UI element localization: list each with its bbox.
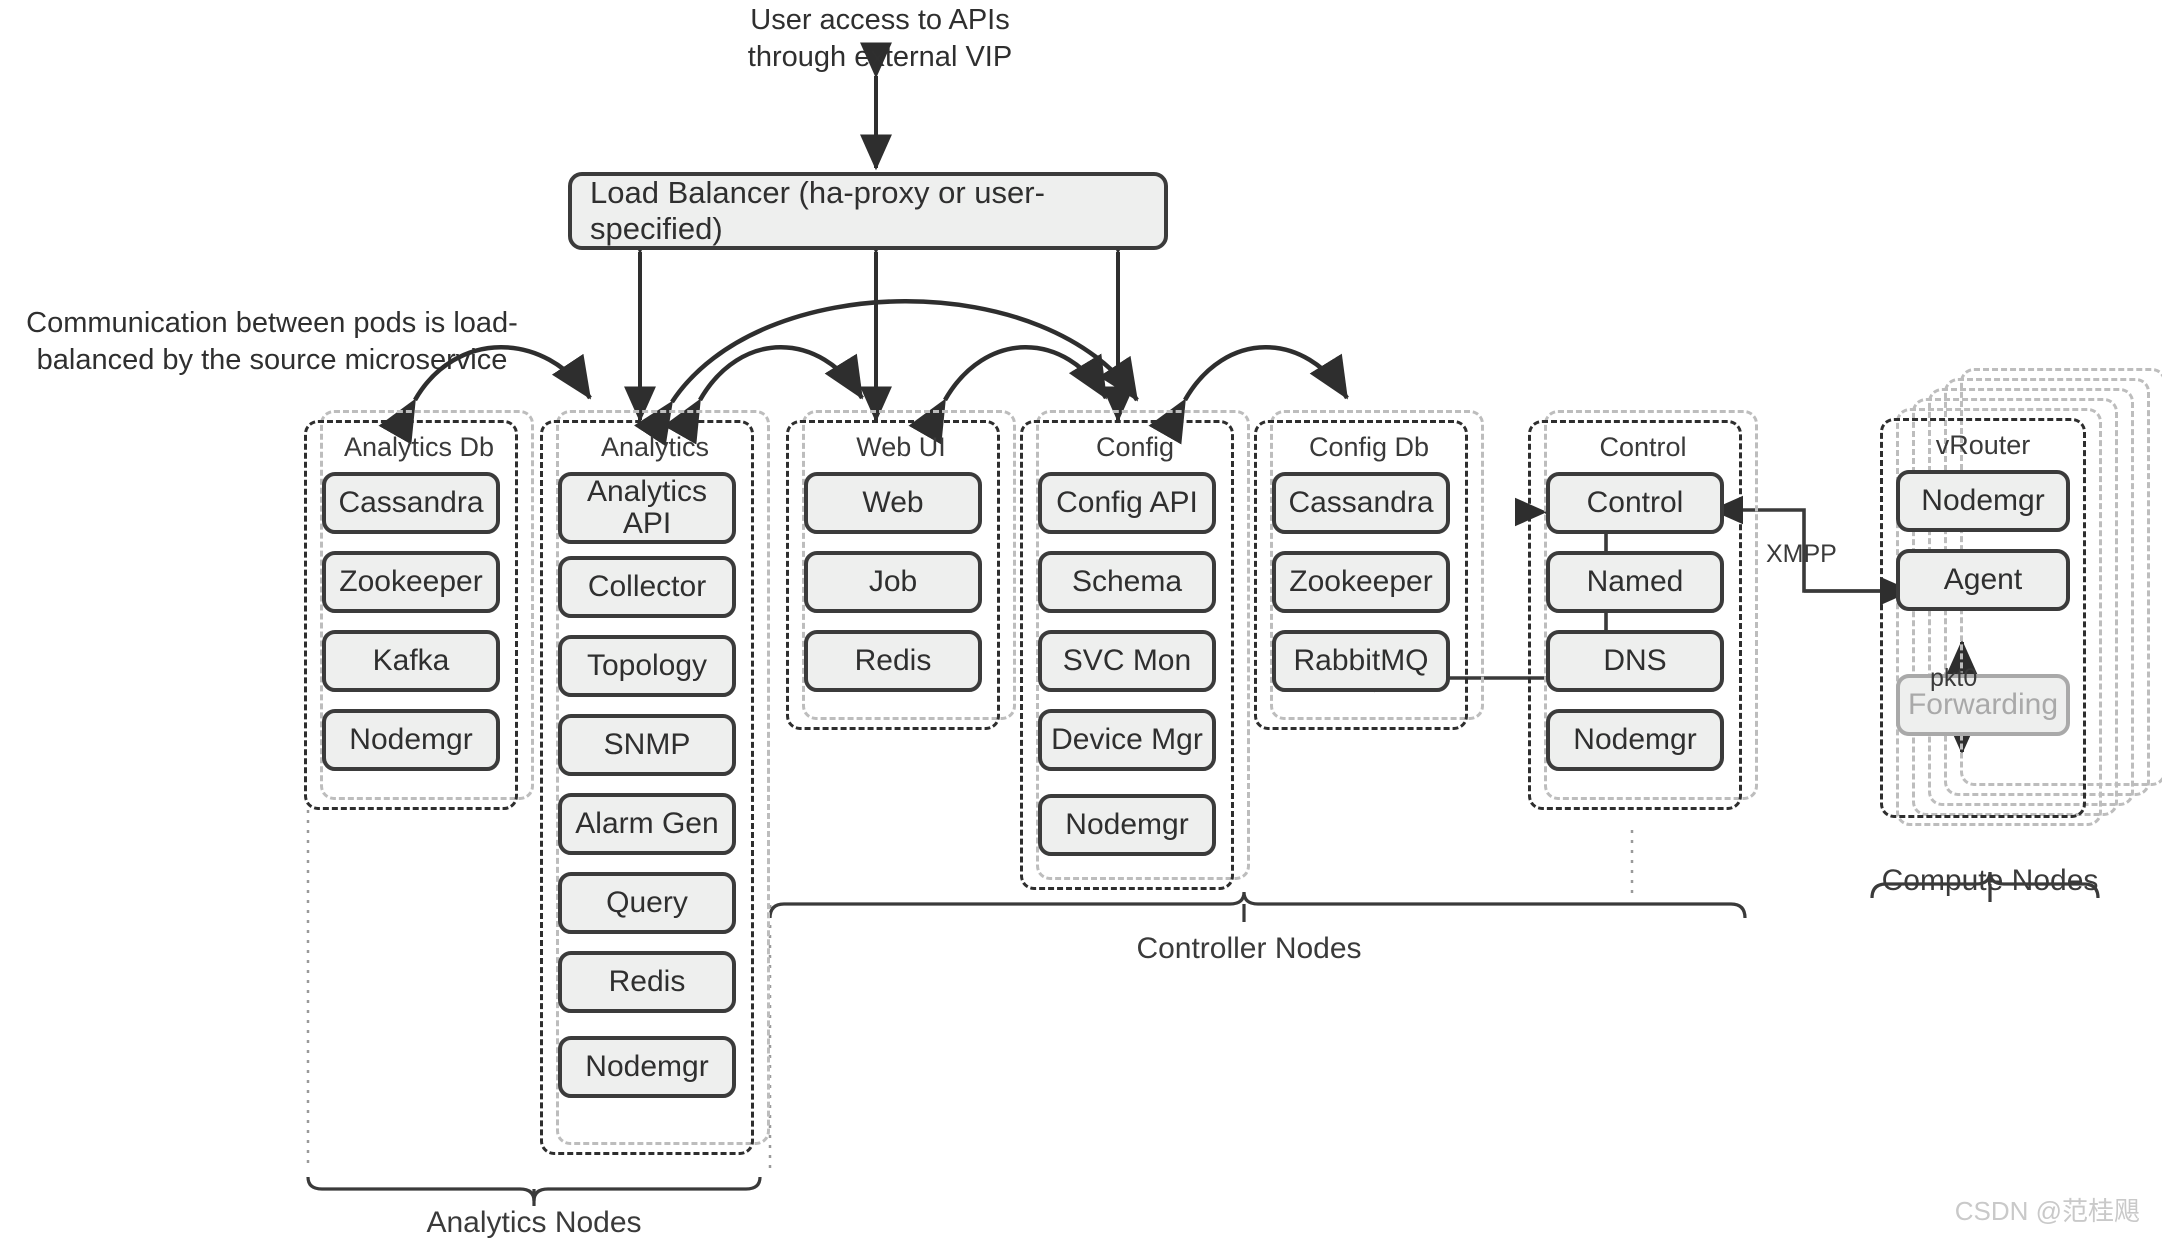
service-box[interactable]: Nodemgr (1546, 709, 1724, 771)
group-shadow (1036, 410, 1250, 880)
service-box[interactable]: SVC Mon (1038, 630, 1216, 692)
group-title: vRouter (1935, 430, 2031, 460)
service-box[interactable]: Kafka (322, 630, 500, 692)
group-title: Analytics Db (343, 432, 495, 462)
service-box[interactable]: Named (1546, 551, 1724, 613)
group-frame (540, 420, 754, 1155)
service-box[interactable]: Nodemgr (322, 709, 500, 771)
group-title: Web UI (856, 432, 946, 462)
pkt0-label: pkt0 (1930, 664, 1978, 692)
service-box[interactable]: Config API (1038, 472, 1216, 534)
service-box[interactable]: Job (804, 551, 982, 613)
service-box[interactable]: Zookeeper (1272, 551, 1450, 613)
service-box[interactable]: RabbitMQ (1272, 630, 1450, 692)
service-box-forwarding[interactable]: Forwarding (1896, 674, 2070, 736)
service-box[interactable]: Cassandra (1272, 472, 1450, 534)
group-title: Config Db (1308, 432, 1430, 462)
group-title: Config (1095, 432, 1175, 462)
group-shadow (1270, 410, 1484, 720)
vip-access-note: User access to APIs through external VIP (747, 4, 1013, 74)
group-frame (1528, 420, 1742, 810)
service-box[interactable]: Nodemgr (1038, 794, 1216, 856)
group-frame (304, 420, 518, 810)
watermark: CSDN @范桂飓 (1954, 1196, 2140, 1226)
xmpp-label: XMPP (1766, 540, 1837, 568)
service-box[interactable]: Device Mgr (1038, 709, 1216, 771)
vrouter-frame (1880, 418, 2086, 818)
service-box[interactable]: Redis (558, 951, 736, 1013)
service-box[interactable]: Agent (1896, 549, 2070, 611)
service-box[interactable]: DNS (1546, 630, 1724, 692)
group-vrouter: vRouter Nodemgr Agent Forwarding (1880, 368, 2162, 826)
service-box[interactable]: Nodemgr (1896, 470, 2070, 532)
bracket-label-controller-nodes: Controller Nodes (1136, 932, 1362, 965)
service-box[interactable]: Nodemgr (558, 1036, 736, 1098)
group-frame (1254, 420, 1468, 730)
service-box[interactable]: Zookeeper (322, 551, 500, 613)
group-config: Config Config API Schema SVC Mon Device … (1020, 410, 1250, 890)
group-analytics: Analytics Analytics API Collector Topolo… (540, 410, 770, 1155)
group-analytics-db: Analytics Db Cassandra Zookeeper Kafka N… (304, 410, 534, 810)
service-box[interactable]: Analytics API (558, 472, 736, 544)
service-box[interactable]: Schema (1038, 551, 1216, 613)
service-box[interactable]: Collector (558, 556, 736, 618)
group-web-ui: Web UI Web Job Redis (786, 410, 1016, 730)
group-frame (786, 420, 1000, 730)
service-box[interactable]: Query (558, 872, 736, 934)
vrouter-stack-slab (1896, 408, 2102, 826)
group-title: Control (1599, 432, 1687, 462)
group-shadow (556, 410, 770, 1145)
service-box[interactable]: SNMP (558, 714, 736, 776)
group-shadow (1544, 410, 1758, 800)
service-box[interactable]: Redis (804, 630, 982, 692)
service-box[interactable]: Topology (558, 635, 736, 697)
bracket-label-compute-nodes: Compute Nodes (1881, 864, 2099, 897)
group-config-db: Config Db Cassandra Zookeeper RabbitMQ (1254, 410, 1484, 730)
service-box[interactable]: Control (1546, 472, 1724, 534)
group-frame (1020, 420, 1234, 890)
service-box[interactable]: Web (804, 472, 982, 534)
group-title: Analytics (600, 432, 710, 462)
pod-communication-note: Communication between pods is load- bala… (26, 307, 518, 377)
group-control: Control Control Named DNS Nodemgr (1528, 410, 1758, 810)
load-balancer-box[interactable]: Load Balancer (ha-proxy or user-specifie… (568, 172, 1168, 250)
group-shadow (802, 410, 1016, 720)
bracket-label-analytics-nodes: Analytics Nodes (426, 1206, 642, 1239)
service-box[interactable]: Alarm Gen (558, 793, 736, 855)
service-box[interactable]: Cassandra (322, 472, 500, 534)
group-shadow (320, 410, 534, 800)
